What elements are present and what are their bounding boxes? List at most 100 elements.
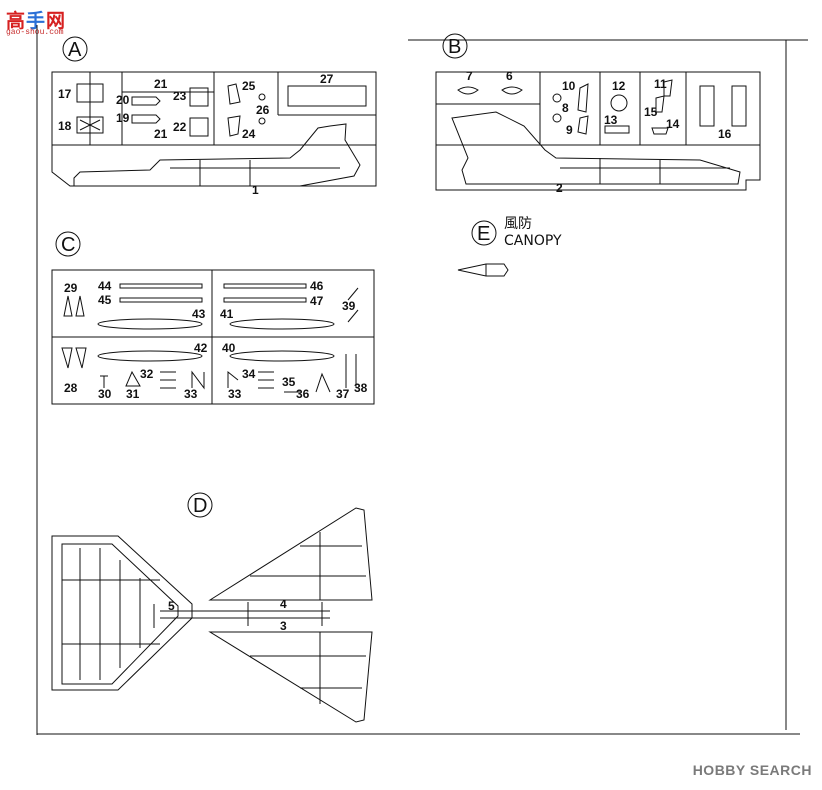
part-label: 34 [242, 367, 256, 381]
part-26-b-shape [258, 117, 266, 125]
part-33b-shape [191, 370, 205, 390]
part-36-shape [315, 372, 331, 393]
part-label: 9 [566, 123, 573, 137]
part-44-shape [119, 283, 203, 289]
sprue-c-badge [55, 231, 81, 257]
sprue-e [457, 220, 509, 277]
sprue-a-letter: A [68, 39, 82, 61]
canopy-label-en: CANOPY [504, 233, 562, 249]
sprue-e-letter: E [477, 223, 490, 245]
sprue-a [51, 36, 377, 187]
part-20-shape [131, 96, 161, 106]
sprue-c [51, 231, 375, 405]
part-label: 11 [654, 77, 667, 91]
part-label: 23 [173, 89, 187, 103]
part-label: 40 [222, 341, 236, 355]
part-label: 26 [256, 103, 270, 117]
part-29b-shape [75, 295, 85, 317]
part-6-shape [501, 86, 523, 95]
sprue-b-letter: B [448, 36, 461, 58]
part-label: 25 [242, 79, 256, 93]
part-1-fuselage-half [73, 123, 361, 187]
sprue-c-letter: C [61, 234, 75, 256]
part-label: 18 [58, 119, 72, 133]
part-label: 42 [194, 341, 208, 355]
part-33c-shape [227, 370, 239, 388]
part-label: 33 [228, 387, 242, 401]
site-watermark-cn: 高手网 [6, 10, 67, 32]
part-46-shape [223, 283, 307, 289]
part-28b-shape [75, 347, 87, 369]
part-26-a-shape [258, 93, 266, 101]
part-label: 24 [242, 127, 256, 141]
part-label: 2 [556, 181, 563, 195]
part-30-shape [100, 375, 108, 388]
part-label: 15 [644, 105, 658, 119]
part-label: 32 [140, 367, 154, 381]
part-25-shape [227, 83, 241, 105]
part-41-shape [229, 318, 335, 330]
part-34-shape [258, 371, 274, 389]
part-label: 6 [506, 69, 513, 83]
part-3-wing [208, 631, 373, 723]
part-label: 35 [282, 375, 296, 389]
part-19-shape [131, 114, 161, 124]
part-label: 44 [98, 279, 112, 293]
part-label: 29 [64, 281, 78, 295]
part-7-shape [457, 86, 479, 95]
part-label: 16 [718, 127, 732, 141]
part-28a-shape [61, 347, 73, 369]
part-43-shape [97, 318, 203, 330]
part-2-fuselage-half [451, 111, 741, 185]
part-label: 38 [354, 381, 368, 395]
part-label: 8 [562, 101, 569, 115]
part-label: 21 [154, 127, 168, 141]
part-label: 46 [310, 279, 324, 293]
part-12-shape [610, 94, 628, 112]
part-22-shape [189, 117, 209, 137]
part-29a-shape [63, 295, 73, 317]
part-5-wing-lower [61, 543, 179, 685]
sprue-b-badge [442, 33, 468, 59]
canopy-label: 風防 CANOPY [504, 216, 562, 250]
part-label: 45 [98, 293, 112, 307]
part-42-shape [97, 350, 203, 362]
part-label: 43 [192, 307, 206, 321]
part-label: 19 [116, 111, 130, 125]
part-label: 22 [173, 120, 187, 134]
part-17-shape [76, 83, 104, 103]
part-label: 14 [666, 117, 680, 131]
part-24-shape [227, 115, 241, 137]
part-label: 33 [184, 387, 198, 401]
part-8b-shape [552, 113, 562, 123]
sprue-b-frame [435, 71, 761, 191]
hobby-search-watermark: HOBBY SEARCH [692, 762, 812, 778]
part-40-shape [229, 350, 335, 362]
sprue-d-badge [187, 492, 213, 518]
sprue-e-badge [471, 220, 497, 246]
site-watermark-url: gao-shou.com [6, 28, 64, 37]
part-label: 3 [280, 619, 287, 633]
sprue-d-letter: D [193, 495, 207, 517]
part-label: 41 [220, 307, 234, 321]
part-label: 36 [296, 387, 310, 401]
part-10-shape [577, 83, 589, 113]
part-33a-shape [160, 371, 176, 389]
part-label: 17 [58, 87, 72, 101]
part-label: 30 [98, 387, 112, 401]
part-16b-shape [731, 85, 747, 127]
part-31-shape [125, 370, 141, 387]
part-label: 13 [604, 113, 618, 127]
part-label: 4 [280, 597, 287, 611]
part-9-shape [577, 115, 589, 135]
part-canopy-shape [457, 263, 509, 277]
part-label: 21 [154, 77, 168, 91]
part-label: 37 [336, 387, 350, 401]
part-label: 31 [126, 387, 140, 401]
sprue-d-frame [51, 535, 193, 691]
part-11-shape [663, 79, 673, 97]
part-13-shape [604, 125, 630, 134]
part-27-shape [287, 85, 367, 107]
